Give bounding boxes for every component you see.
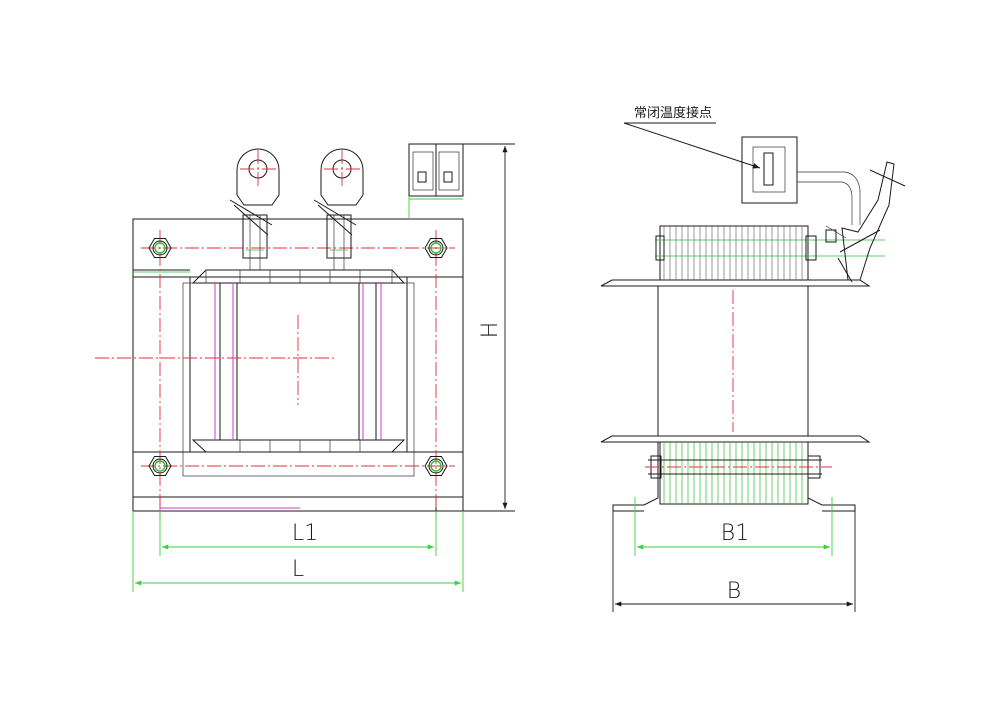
dimension-b-label: B [727, 579, 741, 604]
foot-right [807, 442, 856, 511]
coil [236, 282, 360, 441]
terminal-block [408, 143, 464, 219]
foot-left [612, 442, 659, 511]
lower-clamp-hatch [645, 441, 832, 505]
callout-leader [623, 122, 761, 169]
terminal-lug-right [313, 148, 364, 270]
bolt-top-right [424, 238, 448, 258]
bolt-bottom-right [424, 456, 448, 476]
upper-clamp-hatch [655, 225, 885, 281]
bobbin-bottom-flange [191, 439, 406, 453]
front-view: H L1 L [95, 143, 515, 592]
bolt-top-left [148, 238, 172, 258]
thermal-switch [741, 136, 861, 225]
upper-plate [600, 279, 871, 287]
dimension-b1-label: B1 [721, 521, 749, 546]
callout-label: 常闭温度接点 [634, 105, 712, 121]
core-outer-frame [132, 218, 464, 512]
bolt-bottom-left [148, 456, 172, 476]
dimension-l-label: L [292, 557, 304, 582]
terminal-lug-left [229, 148, 280, 270]
toggle-lever [825, 161, 906, 283]
side-view: 常闭温度接点 B1 B [600, 105, 906, 612]
dimension-h-label: H [478, 322, 503, 339]
dimension-l1-label: L1 [292, 521, 318, 546]
lower-plate [600, 435, 871, 443]
core-window [189, 276, 408, 453]
